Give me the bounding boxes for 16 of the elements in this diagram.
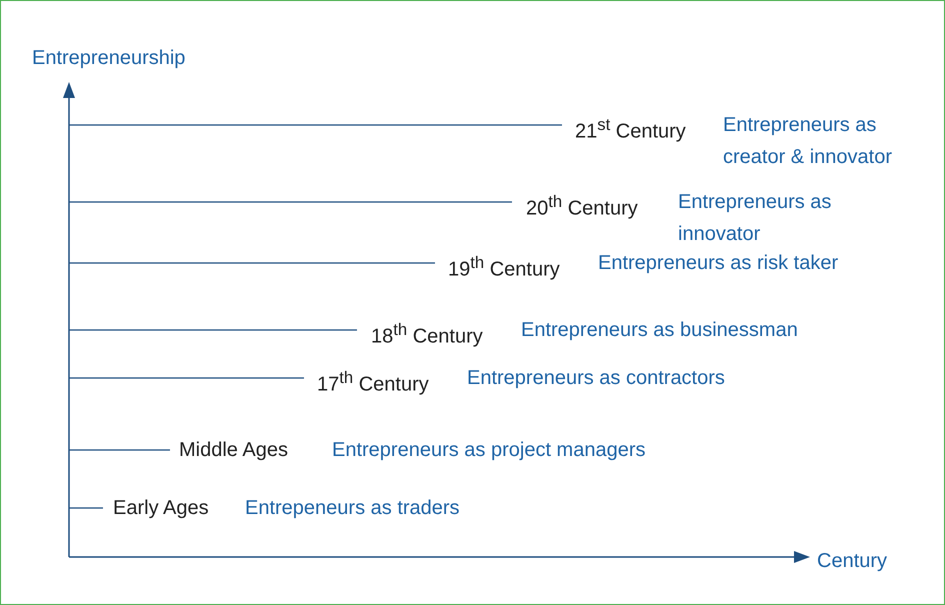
era-label: Middle Ages: [179, 438, 288, 463]
description-text: Entrepreneurs as businessman: [521, 318, 798, 343]
description-text: Entrepeneurs as traders: [245, 496, 460, 521]
century-label: 17$^{th}$ Century: [317, 367, 429, 398]
description-text: Entrepreneurs as contractors: [467, 366, 725, 391]
description-text: Entrepreneurs as risk taker: [598, 251, 838, 276]
century-label: 21$^{st}$ Century: [575, 114, 686, 145]
century-label: 20$^{th}$ Century: [526, 191, 638, 222]
description-text: Entrepreneurs as creator & innovator: [723, 113, 893, 170]
century-label: 18$^{th}$ Century: [371, 319, 483, 350]
description-text: Entrepreneurs as innovator: [678, 190, 832, 247]
axis-title: Entrepreneurship: [32, 46, 186, 71]
description-text: Entrepreneurs as project managers: [332, 438, 646, 463]
era-label: Early Ages: [113, 496, 209, 521]
century-label: 19$^{th}$ Century: [448, 252, 560, 283]
axis-title: Century: [817, 549, 888, 574]
